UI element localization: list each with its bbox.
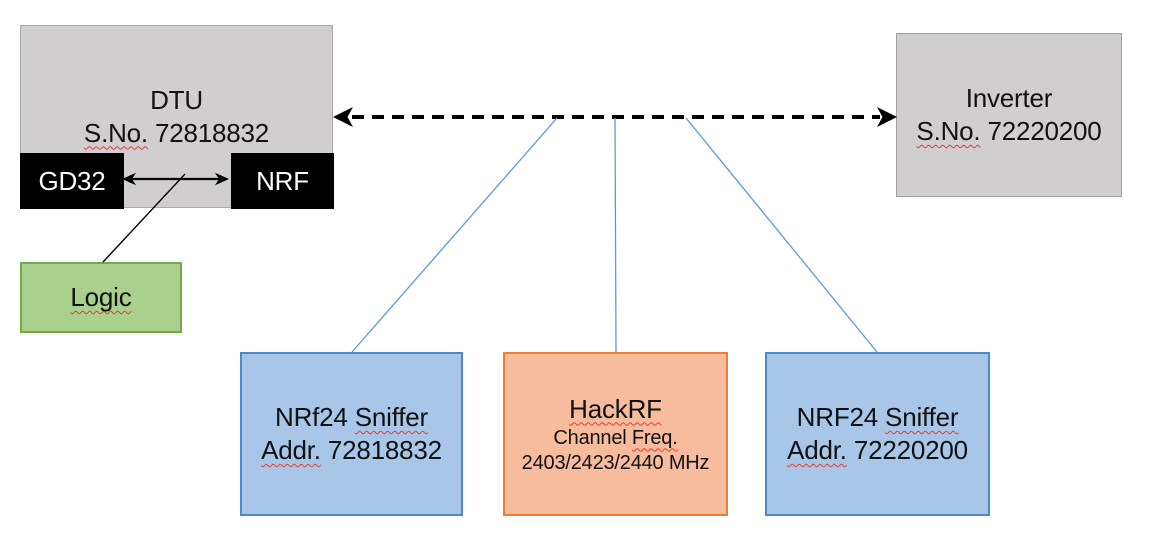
sniffer-right-connector-line	[685, 117, 878, 353]
inverter-serial-label: S.No.	[916, 116, 981, 146]
hackrf-title-text: HackRF	[569, 393, 662, 424]
dashed-link-arrowhead-right	[877, 107, 897, 127]
gd32-chip-label: GD32	[38, 165, 106, 196]
sniffer-right-addr-label: Addr.	[787, 435, 847, 465]
logic-box: Logic	[20, 262, 182, 333]
sniffer-right-name2: Sniffer	[885, 402, 959, 432]
inverter-title: Inverter	[965, 83, 1053, 113]
nrf-chip: NRF	[231, 153, 334, 209]
inverter-serial: S.No.72220200	[916, 115, 1101, 148]
dtu-serial-value: 72818832	[154, 117, 270, 148]
dashed-link-arrowhead-left	[333, 107, 353, 127]
sniffer-left-name2: Sniffer	[354, 402, 428, 432]
dtu-inverter-dashed-arrow	[333, 107, 897, 127]
hackrf-title: HackRF	[569, 393, 662, 426]
sniffer-right-addr: Addr.72220200	[787, 434, 968, 467]
hackrf-freq-word2: Freq.	[631, 426, 678, 449]
hackrf-freq-values: 2403/2423/2440 MHz	[521, 451, 710, 474]
sniffer-left-addr: Addr.72818832	[261, 434, 442, 467]
sniffer-left-addr-label: Addr.	[261, 435, 321, 465]
sniffer-right-name: NRF24	[796, 402, 879, 432]
hackrf-freq-word1: Channel	[553, 426, 627, 449]
dtu-title: DTU	[150, 84, 203, 115]
gd32-chip: GD32	[20, 153, 124, 209]
logic-label: Logic	[70, 282, 132, 312]
inverter-serial-value: 72220200	[987, 116, 1102, 146]
dtu-serial: S.No.72818832	[84, 117, 269, 150]
sniffer-right-addr-value: 72220200	[853, 435, 968, 465]
nrf-chip-label: NRF	[256, 165, 309, 196]
dtu-box: DTU S.No.72818832 GD32 NRF	[20, 25, 334, 209]
sniffer-left-connector-line	[351, 117, 558, 353]
inverter-box: Inverter S.No.72220200	[896, 33, 1122, 197]
hackrf-connector-line	[614, 117, 617, 353]
sniffer-left-name: NRf24	[275, 402, 348, 432]
dtu-serial-label: S.No.	[83, 117, 148, 148]
sniffer-left-addr-value: 72818832	[327, 435, 442, 465]
